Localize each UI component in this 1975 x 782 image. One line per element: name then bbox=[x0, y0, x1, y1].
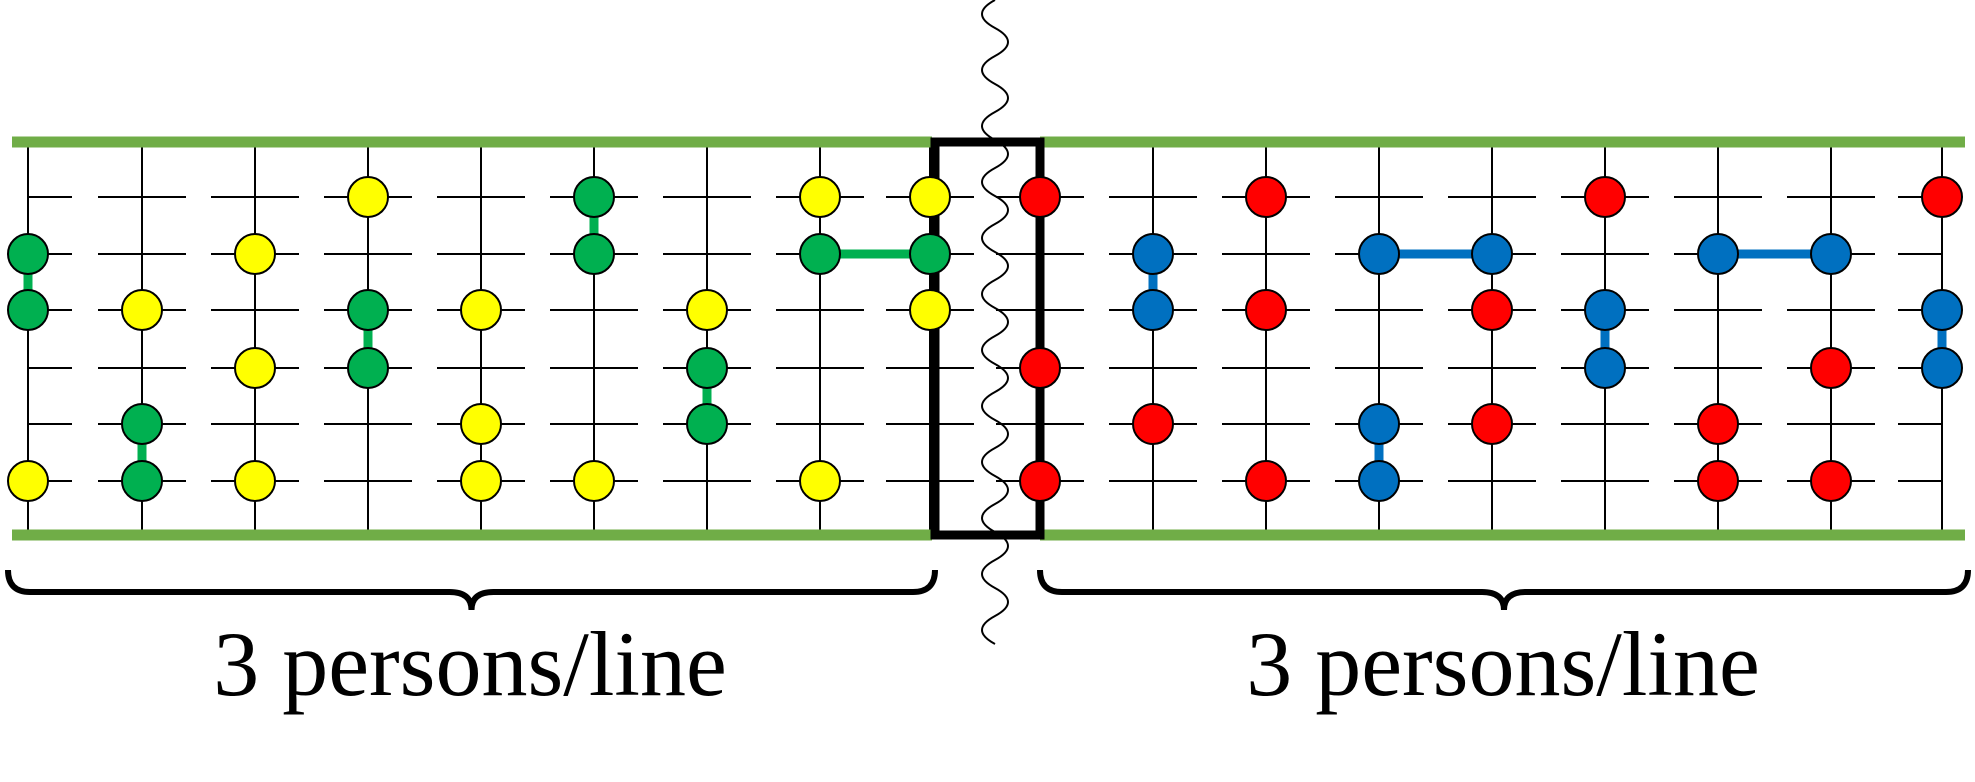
blue-person bbox=[1697, 233, 1739, 275]
red-person bbox=[1810, 347, 1852, 389]
yellow-person bbox=[121, 289, 163, 331]
green-person bbox=[121, 403, 163, 445]
blue-person bbox=[1358, 403, 1400, 445]
red-person bbox=[1697, 403, 1739, 445]
green-person bbox=[909, 233, 951, 275]
red-person bbox=[1921, 176, 1963, 218]
break-mark bbox=[981, 0, 1009, 645]
pair-links bbox=[23, 197, 1947, 481]
yellow-person bbox=[460, 289, 502, 331]
yellow-person bbox=[799, 176, 841, 218]
boundary-frame bbox=[930, 137, 1045, 540]
yellow-person bbox=[460, 403, 502, 445]
yellow-person bbox=[573, 460, 615, 502]
red-person bbox=[1245, 176, 1287, 218]
red-person bbox=[1810, 460, 1852, 502]
green-person bbox=[121, 460, 163, 502]
blue-person bbox=[1584, 347, 1626, 389]
braces bbox=[5, 569, 1971, 611]
yellow-person bbox=[799, 460, 841, 502]
green-person bbox=[573, 176, 615, 218]
blue-person bbox=[1584, 289, 1626, 331]
persons bbox=[7, 176, 1963, 502]
yellow-person bbox=[460, 460, 502, 502]
blue-person bbox=[1132, 233, 1174, 275]
red-person bbox=[1245, 289, 1287, 331]
red-person bbox=[1471, 403, 1513, 445]
boundary-rectangle bbox=[930, 137, 1045, 540]
red-person bbox=[1584, 176, 1626, 218]
red-person bbox=[1697, 460, 1739, 502]
yellow-person bbox=[686, 289, 728, 331]
yellow-person bbox=[234, 460, 276, 502]
yellow-person bbox=[909, 176, 951, 218]
green-person bbox=[573, 233, 615, 275]
green-person bbox=[686, 347, 728, 389]
red-person bbox=[1245, 460, 1287, 502]
green-person bbox=[799, 233, 841, 275]
green-person bbox=[347, 289, 389, 331]
blue-person bbox=[1358, 460, 1400, 502]
red-person bbox=[1471, 289, 1513, 331]
grid-lines bbox=[27, 142, 1943, 535]
red-person bbox=[1019, 347, 1061, 389]
blue-person bbox=[1921, 347, 1963, 389]
blue-person bbox=[1921, 289, 1963, 331]
green-person bbox=[686, 403, 728, 445]
green-person bbox=[347, 347, 389, 389]
right-brace bbox=[1037, 569, 1971, 611]
blue-person bbox=[1358, 233, 1400, 275]
blue-person bbox=[1810, 233, 1852, 275]
yellow-person bbox=[347, 176, 389, 218]
yellow-person bbox=[234, 233, 276, 275]
red-person bbox=[1019, 460, 1061, 502]
yellow-person bbox=[234, 347, 276, 389]
blue-person bbox=[1471, 233, 1513, 275]
left-caption: 3 persons/line bbox=[213, 613, 727, 715]
yellow-person bbox=[7, 460, 49, 502]
green-person bbox=[7, 289, 49, 331]
left-brace bbox=[5, 569, 938, 611]
red-person bbox=[1132, 403, 1174, 445]
rails bbox=[12, 136, 1965, 541]
yellow-person bbox=[909, 289, 951, 331]
right-caption: 3 persons/line bbox=[1246, 613, 1760, 715]
green-person bbox=[7, 233, 49, 275]
red-person bbox=[1019, 176, 1061, 218]
blue-person bbox=[1132, 289, 1174, 331]
wavy-break-line bbox=[981, 0, 1009, 645]
